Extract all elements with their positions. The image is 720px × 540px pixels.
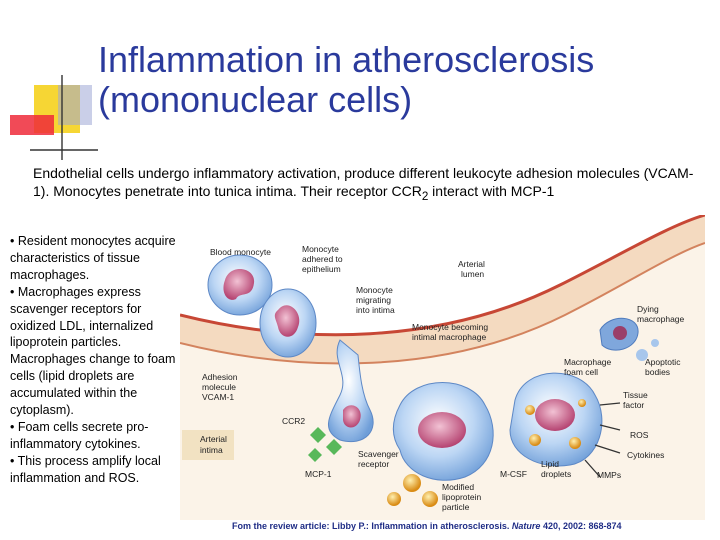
svg-text:into intima: into intima	[356, 305, 395, 315]
label-modified-lipoprotein: Modified	[442, 482, 474, 492]
svg-text:VCAM-1: VCAM-1	[202, 392, 234, 402]
label-ros: ROS	[630, 430, 649, 440]
svg-text:bodies: bodies	[645, 367, 670, 377]
label-scavenger-receptor: Scavenger	[358, 449, 399, 459]
label-cytokines: Cytokines	[627, 450, 664, 460]
label-blood-monocyte: Blood monocyte	[210, 247, 271, 257]
label-arterial-lumen: Arterial	[458, 259, 485, 269]
svg-text:macrophage: macrophage	[637, 314, 685, 324]
label-lipid-droplets: Lipid	[541, 459, 559, 469]
title-line-2: (mononuclear cells)	[98, 79, 413, 120]
citation: Fom the review article: Libby P.: Inflam…	[232, 521, 622, 531]
svg-text:epithelium: epithelium	[302, 264, 341, 274]
migrating-monocyte-cell	[328, 339, 374, 442]
label-apoptotic-bodies: Apoptotic	[645, 357, 681, 367]
citation-text: Fom the review article: Libby P.: Inflam…	[232, 521, 512, 531]
intima-tag	[182, 430, 234, 460]
label-migrating-monocyte: Monocyte	[356, 285, 393, 295]
slide-title: Inflammation in atherosclerosis (mononuc…	[98, 40, 594, 120]
intro-text-end: interact with MCP-1	[428, 183, 555, 199]
label-foam-cell: Macrophage	[564, 357, 612, 367]
label-tissue-factor: Tissue	[623, 390, 648, 400]
title-line-1: Inflammation in atherosclerosis	[98, 39, 595, 80]
adhered-monocyte-cell	[259, 288, 317, 358]
secretion-arrows	[584, 402, 621, 478]
blood-monocyte-cell	[207, 254, 273, 316]
label-becoming-macrophage: Monocyte becoming	[412, 322, 488, 332]
atherosclerosis-diagram: Blood monocyte Monocyte adhered to epith…	[180, 215, 705, 520]
svg-text:receptor: receptor	[358, 459, 389, 469]
svg-text:adhered to: adhered to	[302, 254, 343, 264]
endothelium-edge-bottom	[180, 242, 705, 365]
endothelium-band	[180, 215, 705, 364]
label-adhered-monocyte: Monocyte	[302, 244, 339, 254]
mcp1-molecules	[308, 427, 342, 462]
bullet-list: • Resident monocytes acquire characteris…	[10, 233, 178, 487]
label-arterial-intima: Arterial	[200, 434, 227, 444]
label-mcp1: MCP-1	[305, 469, 332, 479]
intro-text: Endothelial cells undergo inflammatory a…	[33, 165, 694, 199]
citation-details: 420, 2002: 868-874	[540, 521, 622, 531]
lipoprotein-particles	[387, 474, 438, 507]
dying-macrophage-cell	[599, 317, 659, 361]
corner-decoration	[10, 75, 98, 160]
svg-text:droplets: droplets	[541, 469, 571, 479]
svg-text:factor: factor	[623, 400, 644, 410]
intro-subscript: 2	[421, 189, 429, 203]
svg-text:migrating: migrating	[356, 295, 391, 305]
svg-text:particle: particle	[442, 502, 470, 512]
label-mmps: MMPs	[597, 470, 621, 480]
bullet-item: • Macrophages express scavenger receptor…	[10, 284, 176, 418]
foam-cell	[509, 372, 603, 467]
bullet-item: • Foam cells secrete pro-inflammatory cy…	[10, 419, 149, 451]
label-ccr2: CCR2	[282, 416, 305, 426]
svg-text:intima: intima	[200, 445, 223, 455]
svg-text:lumen: lumen	[461, 269, 484, 279]
intro-paragraph: Endothelial cells undergo inflammatory a…	[33, 164, 705, 206]
svg-text:intimal macrophage: intimal macrophage	[412, 332, 486, 342]
label-dying-macrophage: Dying	[637, 304, 659, 314]
svg-text:molecule: molecule	[202, 382, 236, 392]
label-mcsf: M-CSF	[500, 469, 527, 479]
bullet-item: • Resident monocytes acquire characteris…	[10, 234, 176, 282]
bullet-item: • This process amplify local inflammatio…	[10, 453, 161, 485]
intimal-macrophage-cell	[392, 382, 494, 481]
svg-text:lipoprotein: lipoprotein	[442, 492, 481, 502]
svg-text:foam cell: foam cell	[564, 367, 598, 377]
label-adhesion-molecule: Adhesion	[202, 372, 238, 382]
citation-journal: Nature	[511, 521, 541, 531]
